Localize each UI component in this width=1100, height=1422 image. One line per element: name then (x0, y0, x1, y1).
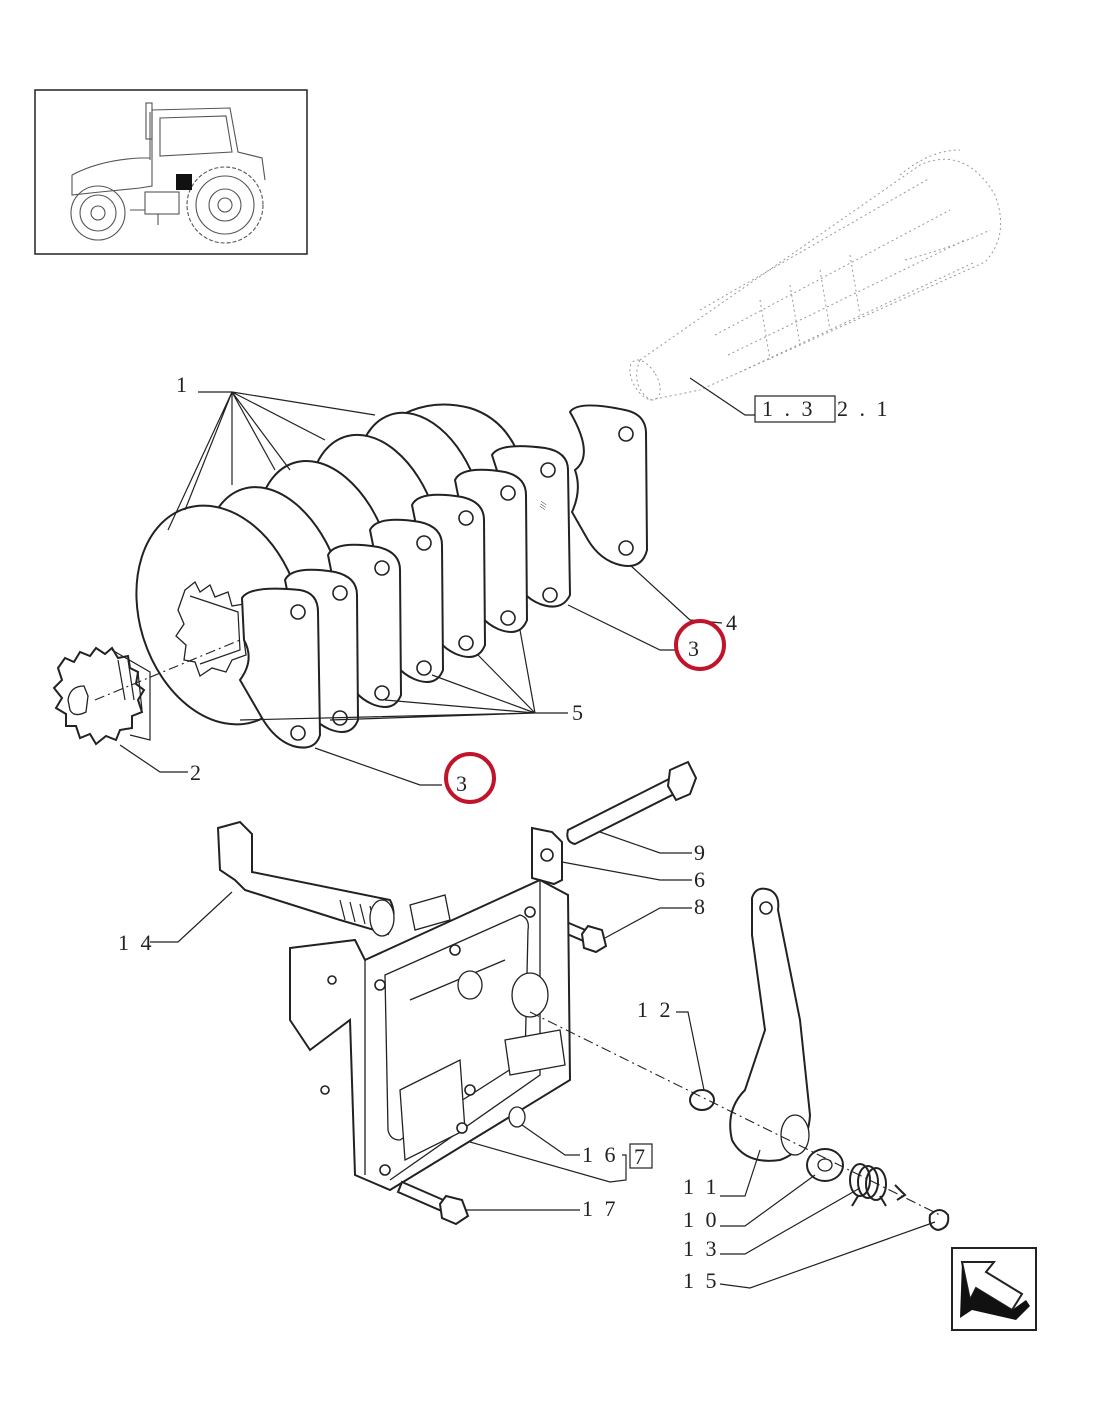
reference-boxed-text: 1 . 3 (762, 396, 816, 421)
callout-4: 4 (726, 610, 740, 635)
callout-10: 1 0 (683, 1207, 720, 1232)
callout-2: 2 (190, 760, 204, 785)
highlight-circle-lower (444, 752, 496, 804)
retaining-ring (689, 1089, 715, 1111)
clutch-housing (289, 878, 572, 1192)
reference-rest-text: 2 . 1 (837, 396, 891, 421)
plate-mark: /// (537, 500, 549, 510)
callout-11: 1 1 (683, 1174, 720, 1199)
release-lever (729, 887, 812, 1162)
highlight-circle-upper (674, 619, 726, 671)
callout-14: 1 4 (118, 930, 155, 955)
spacer-plate (531, 826, 563, 886)
actuating-shaft (216, 820, 395, 937)
locator-marker (176, 174, 192, 190)
callout-13: 1 3 (683, 1236, 720, 1261)
tractor-locator-icon (34, 89, 308, 255)
long-bolt (566, 760, 698, 846)
housing-bolt (396, 1180, 470, 1226)
callout-9: 9 (694, 840, 708, 865)
torsion-spring (849, 1163, 907, 1207)
callout-16: 1 6 (582, 1142, 619, 1167)
circlip (928, 1209, 950, 1232)
callout-15: 1 5 (683, 1268, 720, 1293)
pressure-plate-stack: /// (238, 404, 649, 749)
cam-plate-front (238, 587, 322, 749)
leader-lines (119, 391, 936, 1289)
callout-1: 1 (176, 372, 190, 397)
shaft-reference-ghost (629, 149, 1002, 401)
callout-labels: 1 2 3 3 4 5 9 6 8 1 4 1 2 1 6 7 1 1 1 7 … (118, 372, 740, 1293)
washer (806, 1148, 844, 1182)
callout-7: 7 (634, 1144, 648, 1169)
arrow-down-left-icon[interactable] (951, 1247, 1037, 1331)
callout-17: 1 7 (582, 1196, 619, 1221)
callout-3-upper: 3 (688, 636, 702, 661)
callout-6: 6 (694, 867, 708, 892)
callout-5: 5 (572, 700, 586, 725)
callout-3-lower: 3 (456, 771, 470, 796)
splined-gear (52, 646, 151, 746)
reference-label: 1 . 3 2 . 1 (689, 377, 891, 423)
gear-axis (94, 639, 241, 701)
dowel-pin (508, 1106, 526, 1128)
cam-plate-rear: /// (537, 404, 649, 567)
callout-12: 1 2 (637, 997, 674, 1022)
assembly-axis (529, 1011, 941, 1216)
callout-8: 8 (694, 894, 708, 919)
